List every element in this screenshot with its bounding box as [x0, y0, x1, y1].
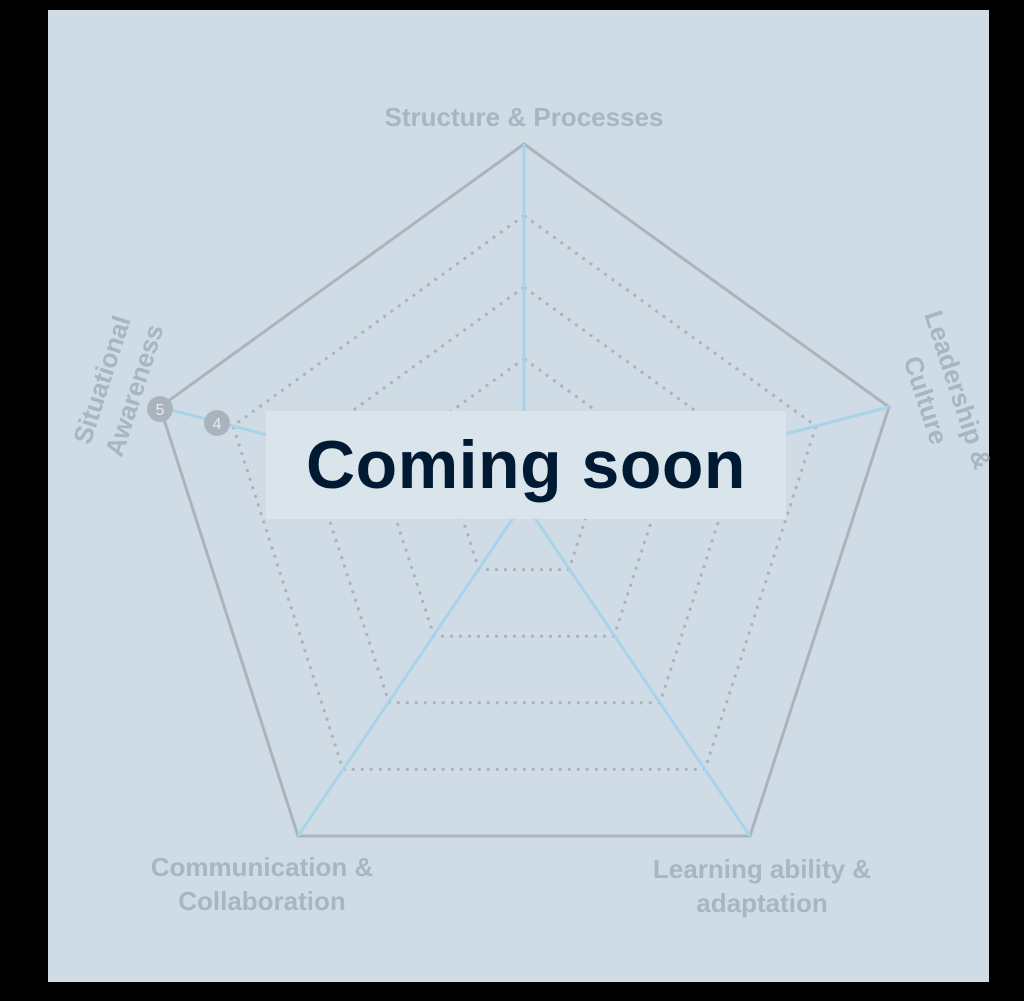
axis-label-line1: Learning ability &: [652, 854, 872, 884]
svg-text:4: 4: [213, 416, 222, 433]
grid-ring-5: [158, 142, 891, 838]
axis-label-learning: Learning ability & adaptation: [653, 852, 871, 920]
grid-ring-4: [231, 213, 818, 771]
spoke-learning: [522, 501, 752, 837]
axis-label-structure: Structure & Processes: [385, 100, 664, 134]
axis-label-line2: Collaboration: [178, 886, 346, 916]
coming-soon-text: Coming soon: [306, 427, 746, 503]
axis-label-line2: adaptation: [696, 888, 828, 918]
coming-soon-overlay: Coming soon: [266, 411, 786, 519]
axis-label-communication: Communication & Collaboration: [151, 850, 373, 918]
axis-label-line1: Communication &: [150, 852, 374, 882]
axis-label-text: Structure & Processes: [384, 102, 664, 132]
scale-marker-5: 5: [147, 396, 173, 422]
spoke-communication: [296, 501, 526, 837]
scale-marker-4: 4: [204, 410, 230, 436]
svg-text:5: 5: [156, 402, 165, 419]
grid-ring-2: [376, 356, 672, 638]
